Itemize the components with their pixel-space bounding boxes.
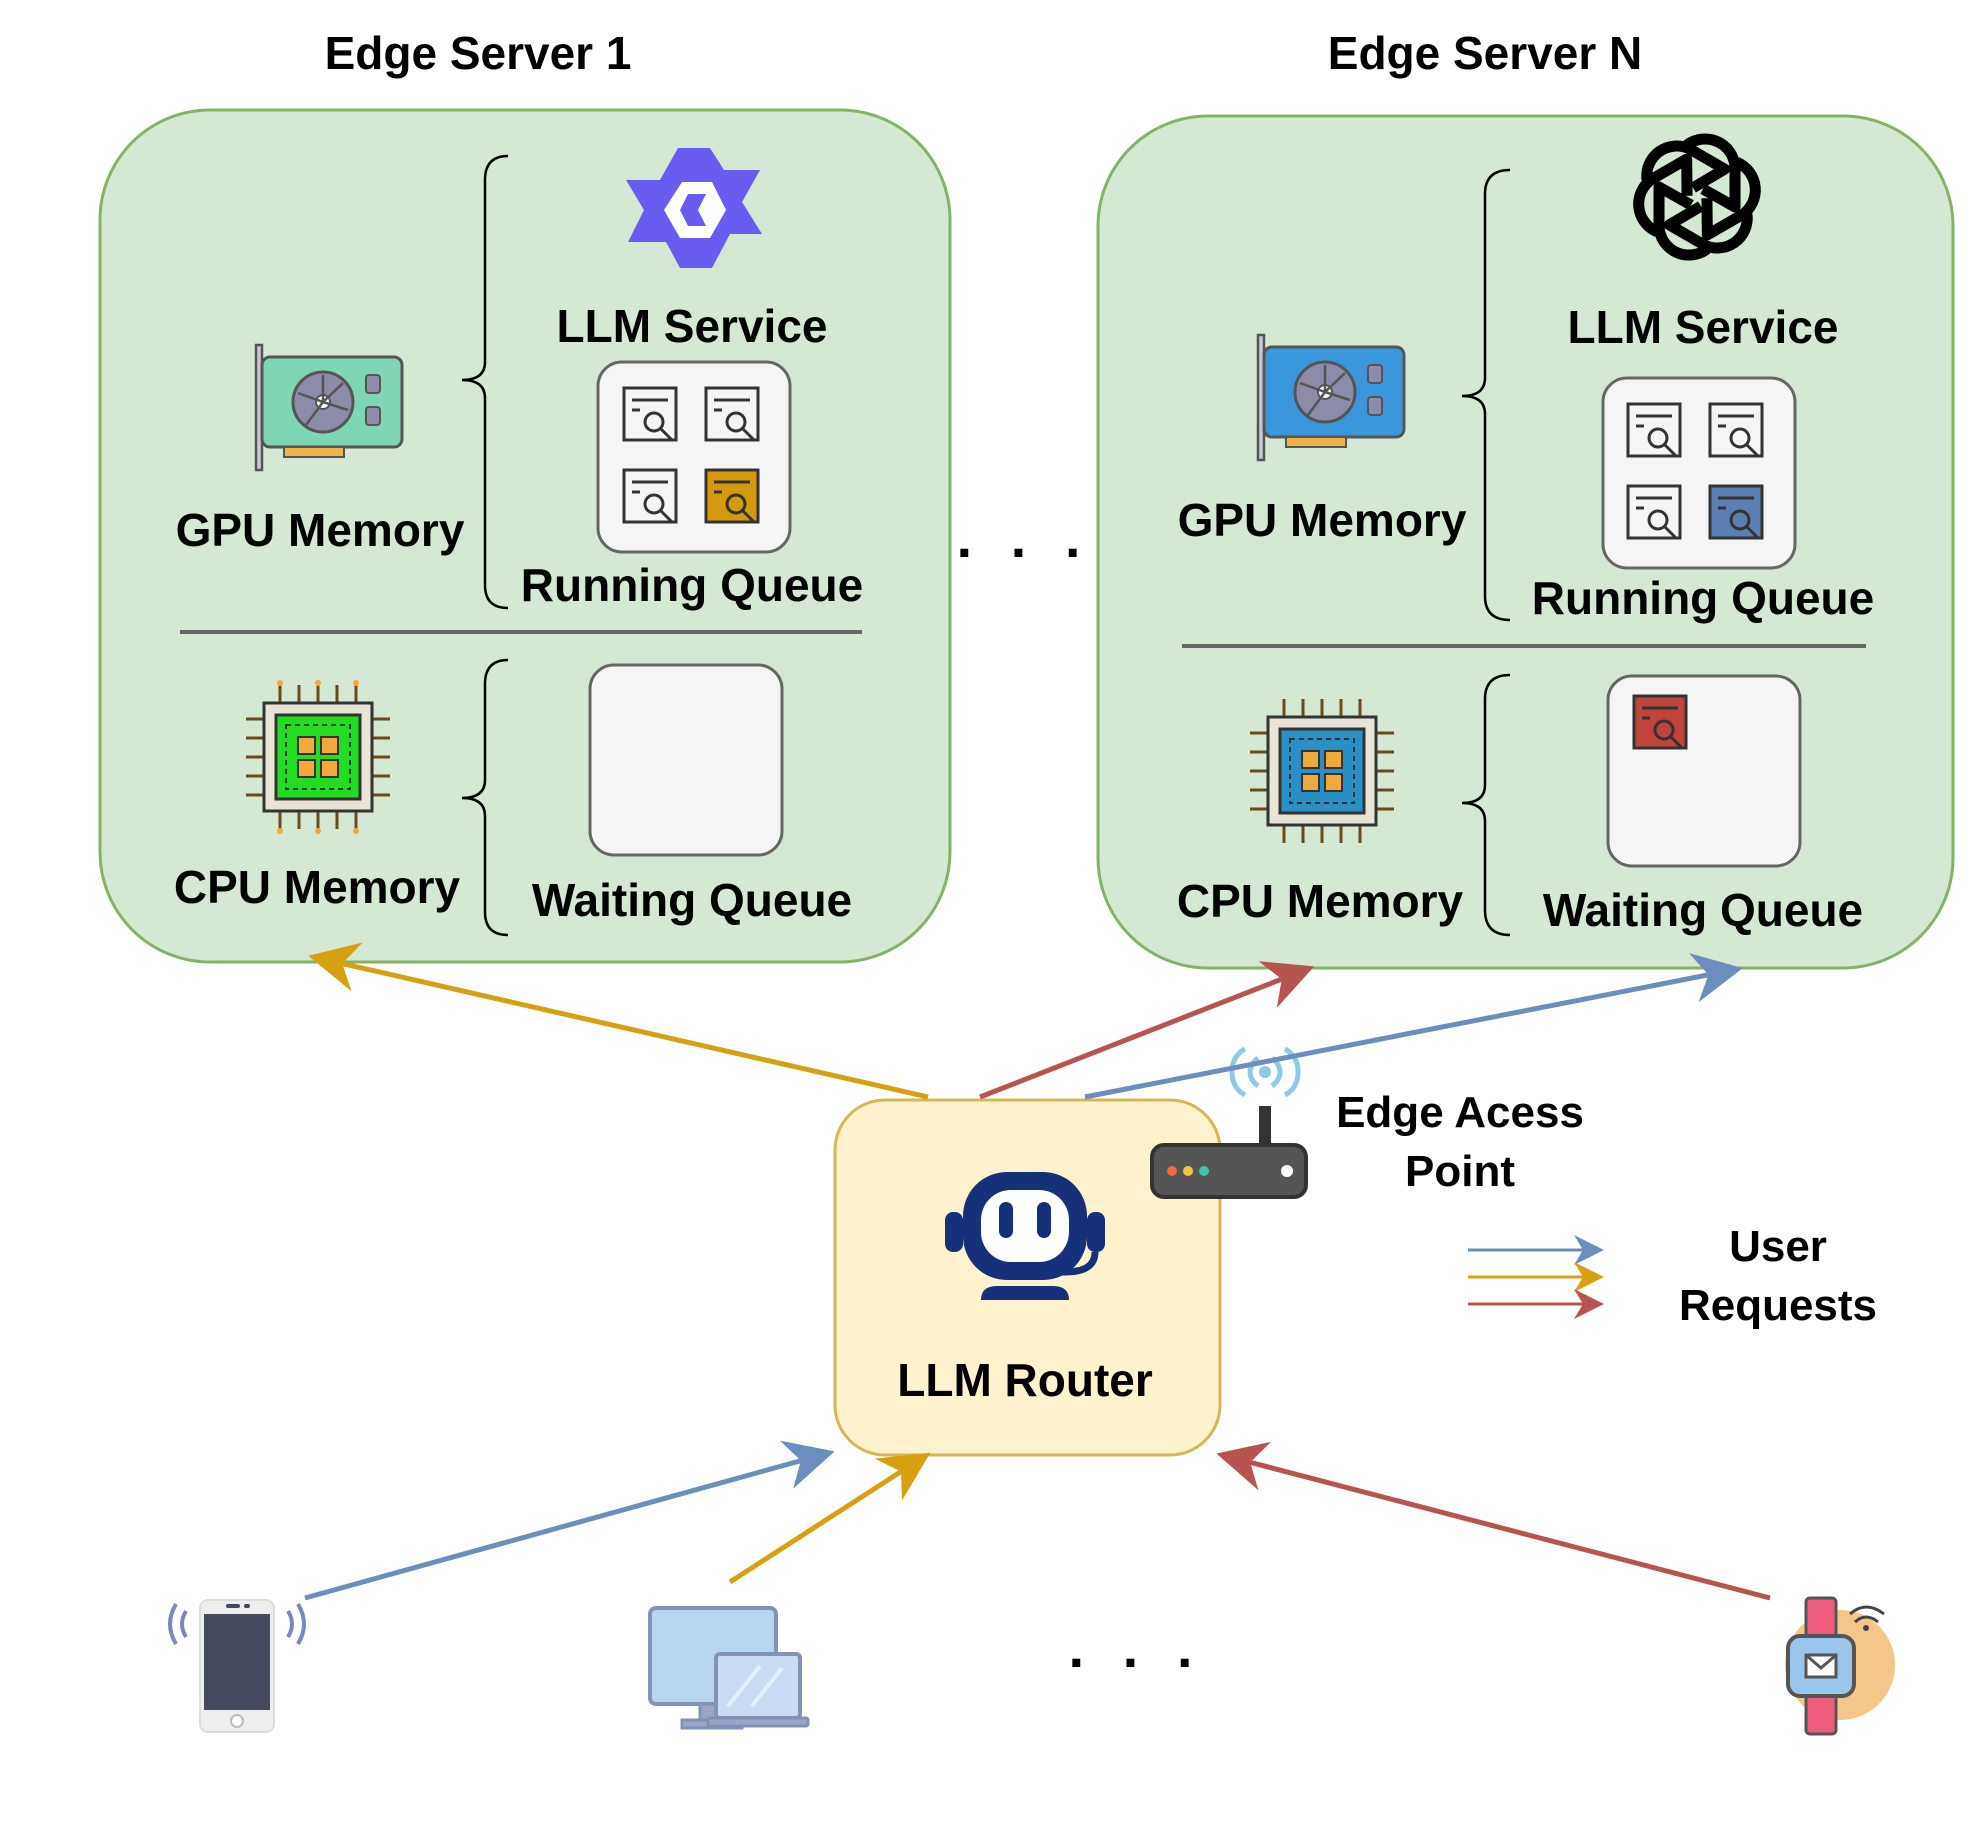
- smartphone-icon: [168, 1599, 306, 1733]
- request-icon-waiting: [1632, 694, 1688, 750]
- edge-server-n: [1096, 114, 1955, 970]
- request-icon: [1708, 402, 1764, 458]
- legend-label-line1: User: [1729, 1222, 1827, 1271]
- arrow-router-to-server-n-red: [979, 961, 1315, 1100]
- arrow-router-to-server-n-blue: [1084, 953, 1743, 1100]
- service-label-1: LLM Service: [556, 300, 828, 352]
- robot-headset-icon: [945, 1172, 1105, 1300]
- server-1-title: Edge Server 1: [324, 27, 632, 79]
- arrow-computer-to-router: [728, 1452, 931, 1585]
- running-queue-label-1: Running Queue: [520, 559, 864, 611]
- legend-label-line2: Requests: [1678, 1281, 1878, 1330]
- smartwatch-icon: [1785, 1596, 1895, 1736]
- arrow-phone-to-router: [304, 1440, 835, 1601]
- edge-server-1: [98, 108, 952, 964]
- qwen-logo-icon: [626, 148, 762, 268]
- gpu-label-1: GPU Memory: [175, 504, 465, 556]
- arrow-watch-to-router: [1216, 1441, 1771, 1601]
- access-point-label-line2: Point: [1405, 1147, 1515, 1196]
- waiting-queue-label-1: Waiting Queue: [531, 874, 853, 926]
- gpu-brace-1: [461, 154, 509, 610]
- cpu-chip-icon: [1250, 699, 1394, 843]
- waiting-queue-1: [588, 663, 784, 857]
- request-icon-highlighted: [1708, 484, 1764, 540]
- running-queue-label-n: Running Queue: [1531, 572, 1875, 624]
- cpu-label-n: CPU Memory: [1176, 875, 1464, 927]
- access-point-label-line1: Edge Acess: [1336, 1088, 1584, 1137]
- service-label-n: LLM Service: [1567, 301, 1839, 353]
- cpu-chip-icon: [246, 680, 390, 834]
- cpu-brace-1: [461, 658, 509, 937]
- request-icon: [622, 468, 678, 524]
- gpu-label-n: GPU Memory: [1177, 494, 1467, 546]
- router-label: LLM Router: [897, 1354, 1153, 1406]
- arrow-router-to-server-1: [308, 942, 929, 1100]
- access-point-icon: [1150, 1046, 1308, 1199]
- cpu-label-1: CPU Memory: [173, 861, 461, 913]
- devices-ellipsis: · · ·: [1068, 1630, 1206, 1694]
- gpu-card-icon: [1256, 333, 1406, 462]
- servers-ellipsis: · · ·: [956, 520, 1094, 584]
- desktop-laptop-icon: [648, 1606, 810, 1730]
- request-icon: [704, 386, 760, 442]
- server-n-title: Edge Server N: [1327, 27, 1643, 79]
- waiting-queue-label-n: Waiting Queue: [1542, 884, 1864, 936]
- request-icon-highlighted: [704, 468, 760, 524]
- request-icon: [622, 386, 678, 442]
- openai-logo-icon: [1633, 133, 1761, 261]
- cpu-brace-n: [1461, 673, 1511, 937]
- gpu-card-icon: [254, 343, 404, 472]
- request-icon: [1626, 484, 1682, 540]
- gpu-brace-n: [1461, 168, 1511, 622]
- request-icon: [1626, 402, 1682, 458]
